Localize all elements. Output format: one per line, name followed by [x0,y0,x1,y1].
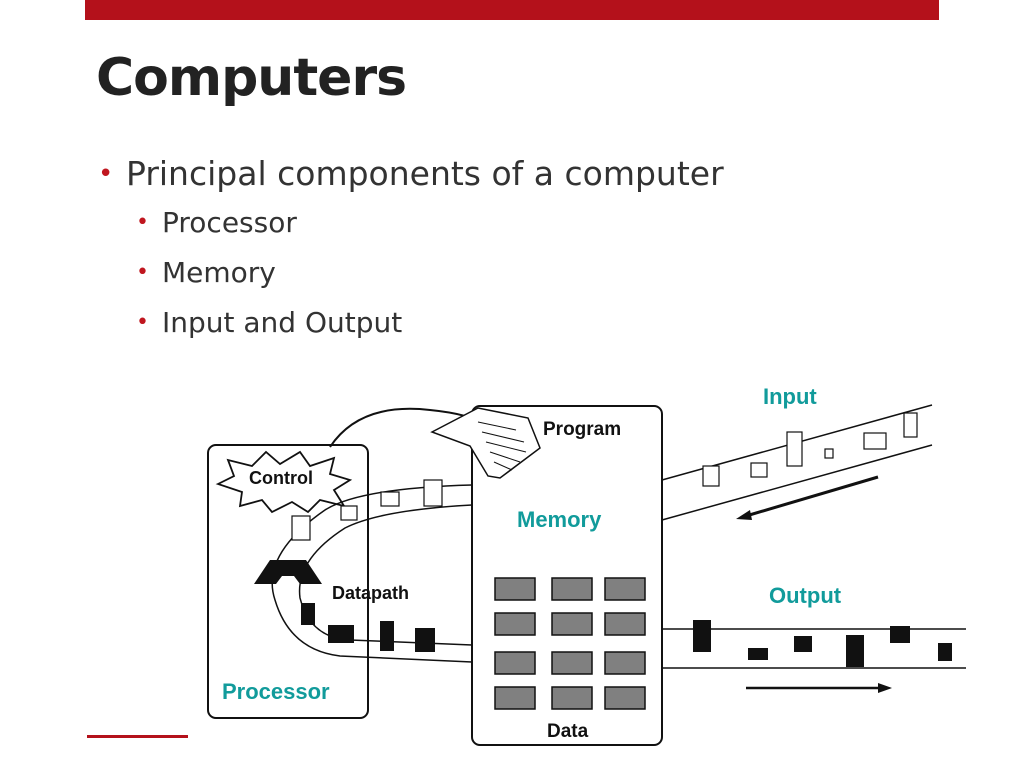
input-open-box [903,412,918,438]
datapath-label: Datapath [332,583,409,603]
output-filled-block [890,626,910,643]
program-page-icon [430,407,541,479]
control-label: Control [249,468,313,488]
datapath-open-box [291,515,311,541]
output-filled-block [748,648,768,660]
memory-cell [494,686,536,710]
memory-label: Memory [517,507,602,532]
memory-cell [604,612,646,636]
datapath-filled-block [415,628,435,652]
footer-accent-line [87,735,188,738]
datapath-open-box [380,491,400,507]
program-label: Program [543,419,621,440]
input-open-box [824,448,834,459]
bullet-text: Principal components of a computer [126,154,724,193]
memory-cell [494,577,536,601]
bullet-principal-components: Principal components of a computer Proce… [96,150,724,348]
output-filled-block [938,643,952,661]
memory-cell [551,612,593,636]
input-label: Input [763,384,817,409]
input-open-box [786,431,803,467]
memory-cell [551,577,593,601]
memory-cell [604,651,646,675]
input-channel-bottom [661,444,933,521]
memory-data-cells [494,577,646,710]
input-arrow-head [736,510,752,520]
datapath-open-box [423,479,443,507]
memory-cell [494,651,536,675]
datapath-open-box [340,505,358,521]
processor-label: Processor [222,679,330,704]
output-filled-block [693,620,711,652]
datapath-inner-curve [298,504,473,646]
processor-box [207,444,369,719]
input-open-box [702,465,720,487]
input-open-box [863,432,887,450]
memory-cell [551,686,593,710]
output-filled-block [846,635,864,667]
sub-bullet-processor: Processor [126,198,754,248]
memory-cell [551,651,593,675]
top-accent-bar [85,0,939,20]
memory-cell [604,577,646,601]
input-open-box [750,462,768,478]
input-arrow-line [745,475,879,518]
datapath-filled-block [301,603,315,625]
alu-icon [254,560,322,584]
datapath-filled-block [328,625,354,643]
control-starburst [215,450,353,514]
memory-cell [604,686,646,710]
output-arrow-head [878,683,892,693]
slide-title: Computers [96,48,407,108]
data-label: Data [547,721,589,742]
memory-cell [494,612,536,636]
datapath-filled-block [380,621,394,651]
sub-bullet-input-output: Input and Output [126,298,754,348]
sub-bullet-memory: Memory [126,248,754,298]
sub-bullet-list: Processor Memory Input and Output [126,198,724,348]
bullet-list: Principal components of a computer Proce… [96,150,724,348]
output-filled-block [794,636,812,652]
output-label: Output [769,583,842,608]
